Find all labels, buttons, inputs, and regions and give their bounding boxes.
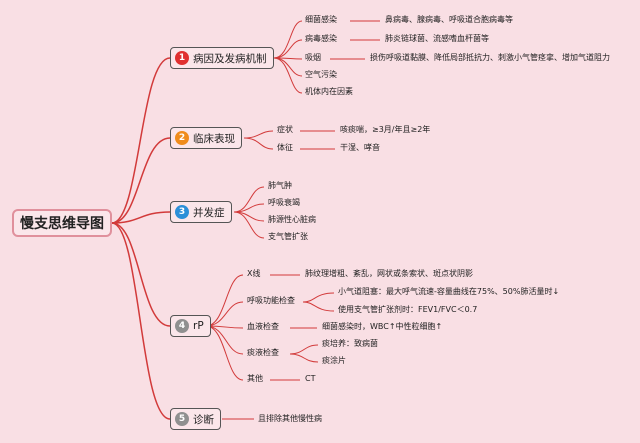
- leaf-detail: 损伤呼吸道黏膜、降低局部抵抗力、刺激小气管痉挛、增加气道阻力: [370, 53, 610, 62]
- trunk-connector: [111, 222, 171, 420]
- leaf-respiratory-failure: 呼吸衰竭: [268, 198, 300, 207]
- branch-clinical: 2 临床表现: [170, 127, 242, 149]
- leaf-smoking: 吸烟: [305, 53, 321, 62]
- number-badge-2: 2: [175, 131, 189, 145]
- leaf-detail: 痰培养：致病菌: [322, 339, 378, 348]
- bracket-connector: [205, 325, 244, 381]
- leaf-detail: 小气道阻塞：最大呼气流速-容量曲线在75%、50%肺活量时↓: [338, 287, 560, 296]
- branch-etiology: 1 病因及发病机制: [170, 47, 274, 69]
- branch-diagnosis: 5 诊断: [170, 408, 221, 430]
- number-badge-4: 4: [175, 319, 189, 333]
- branch-label: 并发症: [193, 206, 225, 219]
- leaf-detail: 细菌感染时，WBC↑中性粒细胞↑: [322, 322, 443, 331]
- bracket-connector: [243, 137, 274, 150]
- leaf-exclude-other: 且排除其他慢性病: [258, 414, 322, 423]
- branch-complications: 3 并发症: [170, 201, 232, 223]
- root-node: 慢支思维导图: [12, 209, 112, 237]
- leaf-bronchiectasis: 支气管扩张: [268, 232, 308, 241]
- leaf-detail: 肺纹理增粗、紊乱，网状或条索状、斑点状阴影: [305, 269, 473, 278]
- bracket-connector: [273, 57, 303, 77]
- leaf-detail: CT: [305, 374, 316, 383]
- leaf-xray: X线: [247, 269, 261, 278]
- leaf-signs: 体征: [277, 143, 293, 152]
- branch-label: rP: [193, 320, 204, 332]
- bracket-connector: [302, 301, 335, 312]
- leaf-pollution: 空气污染: [305, 70, 337, 79]
- leaf-sputum-test: 痰液检查: [247, 348, 279, 357]
- leaf-detail: 肺炎链球菌、流感嗜血杆菌等: [385, 34, 489, 43]
- number-badge-1: 1: [175, 51, 189, 65]
- root-label: 慢支思维导图: [20, 216, 104, 232]
- leaf-detail: 痰涂片: [322, 356, 346, 365]
- branch-label: 临床表现: [193, 132, 235, 145]
- bracket-connector: [273, 57, 303, 94]
- bracket-connector: [205, 301, 244, 327]
- bracket-connector: [289, 353, 319, 363]
- bracket-connector: [273, 20, 303, 59]
- trunk-connector: [111, 57, 171, 224]
- number-badge-5: 5: [175, 412, 189, 426]
- trunk-connector: [111, 211, 171, 224]
- leaf-detail: 使用支气管扩张剂时：FEV1/FVC＜0.7: [338, 305, 478, 314]
- leaf-detail: 干湿、哮音: [340, 143, 380, 152]
- leaf-emphysema: 肺气肿: [268, 181, 292, 190]
- leaf-bacterial: 细菌感染: [305, 15, 337, 24]
- leaf-detail: 鼻病毒、腺病毒、呼吸道合胞病毒等: [385, 15, 513, 24]
- leaf-pulmonary-function: 呼吸功能检查: [247, 296, 295, 305]
- bracket-connector: [233, 211, 265, 222]
- trunk-connector: [111, 222, 171, 327]
- leaf-detail: 咳痰喘，≥3月/年且≥2年: [340, 125, 431, 134]
- trunk-connector: [111, 137, 171, 224]
- leaf-intrinsic: 机体内在因素: [305, 87, 353, 96]
- leaf-viral: 病毒感染: [305, 34, 337, 43]
- bracket-connector: [302, 292, 335, 303]
- number-badge-3: 3: [175, 205, 189, 219]
- bracket-connector: [233, 211, 265, 239]
- leaf-other: 其他: [247, 374, 263, 383]
- leaf-blood-test: 血液检查: [247, 322, 279, 331]
- branch-label: 诊断: [193, 413, 214, 426]
- branch-label: 病因及发病机制: [193, 52, 267, 65]
- bracket-connector: [273, 39, 303, 59]
- bracket-connector: [289, 344, 319, 355]
- bracket-connector: [205, 274, 244, 327]
- leaf-cor-pulmonale: 肺源性心脏病: [268, 215, 316, 224]
- branch-rp: 4 rP: [170, 315, 211, 337]
- bracket-connector: [233, 186, 265, 213]
- bracket-connector: [243, 130, 274, 139]
- leaf-symptoms: 症状: [277, 125, 293, 134]
